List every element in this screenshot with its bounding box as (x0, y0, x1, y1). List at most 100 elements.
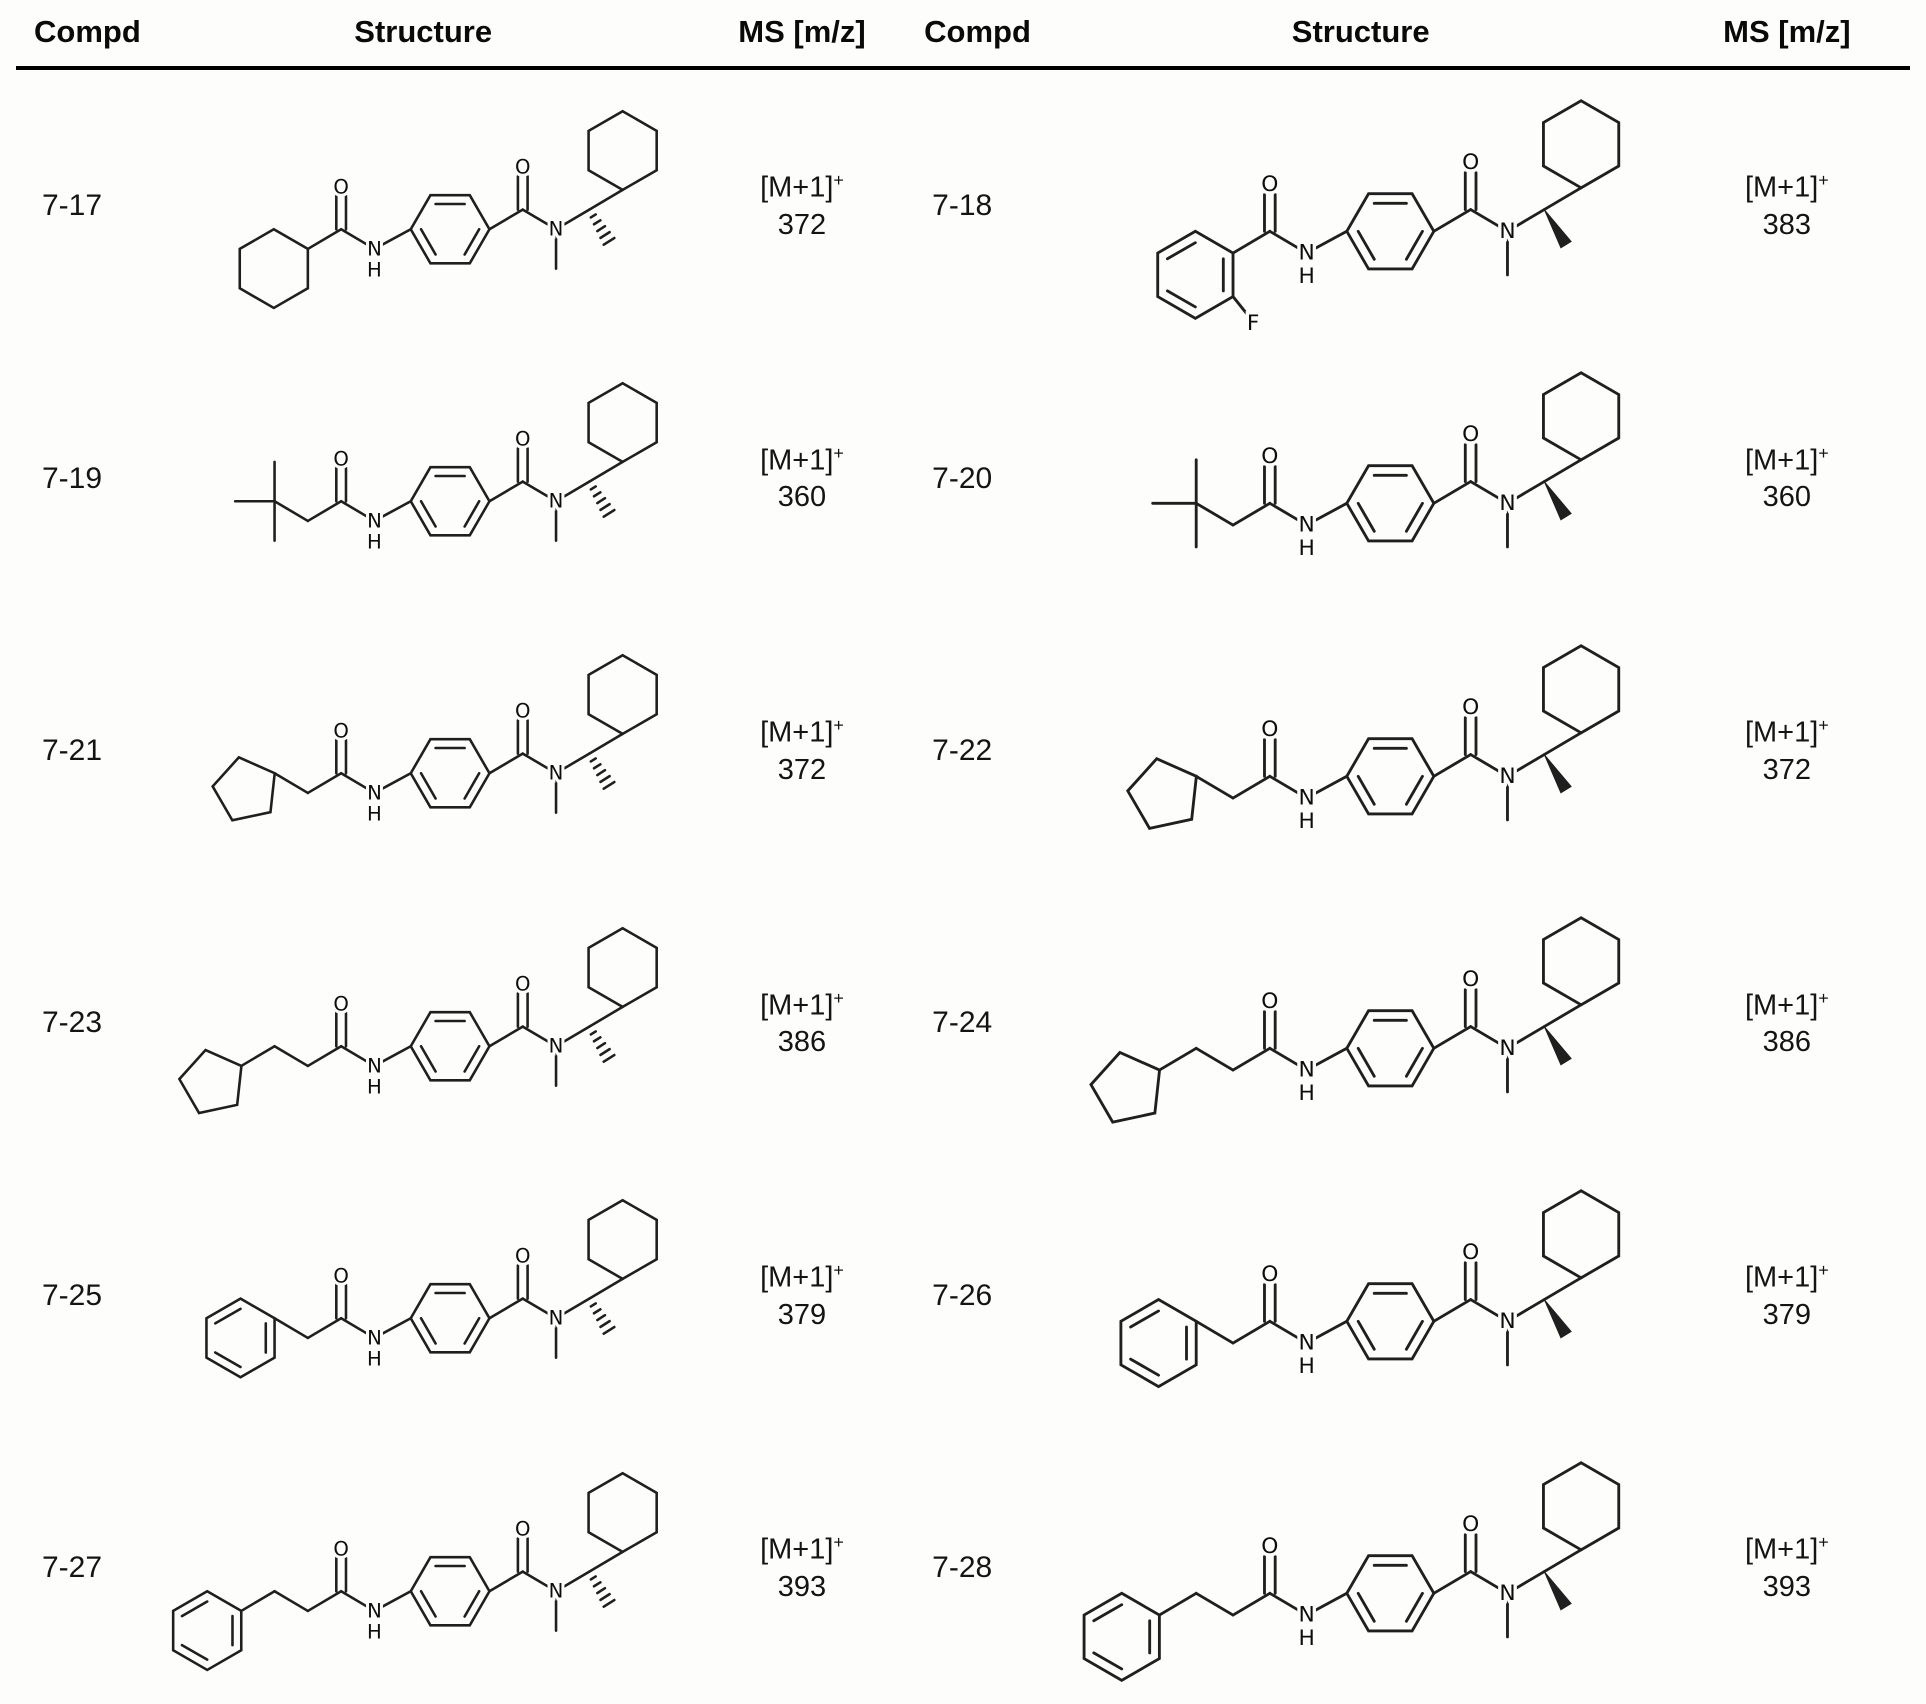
svg-text:O: O (515, 1517, 530, 1540)
ms-value: 379 (1762, 1298, 1812, 1331)
svg-text:O: O (1261, 1534, 1278, 1559)
svg-text:N: N (548, 1307, 563, 1330)
svg-text:F: F (1247, 311, 1260, 336)
ms-value: 372 (777, 753, 827, 786)
svg-text:N: N (548, 1035, 563, 1058)
ms-value: 383 (1762, 209, 1812, 242)
ms-cell: [M+1]+ 379 (698, 1160, 906, 1432)
table-header: Compd Structure MS [m/z] Compd Structure… (16, 6, 1910, 70)
svg-text:O: O (1462, 423, 1479, 448)
ms-value: 360 (777, 481, 827, 514)
ms-value: 360 (1762, 481, 1812, 514)
ms-ion-label: [M+1]+ (1744, 987, 1829, 1022)
ms-cell: [M+1]+ 386 (1664, 887, 1910, 1159)
ms-cell: [M+1]+ 383 (1664, 68, 1910, 342)
svg-text:N: N (548, 762, 563, 785)
svg-text:H: H (367, 1620, 382, 1643)
header-structure-right: Structure (1057, 6, 1664, 70)
svg-text:N: N (367, 1054, 382, 1077)
svg-text:H: H (1298, 1626, 1314, 1651)
ms-value: 386 (1762, 1026, 1812, 1059)
svg-text:O: O (1261, 989, 1278, 1014)
ms-ion-label: [M+1]+ (1744, 1260, 1829, 1294)
header-structure-left: Structure (148, 6, 698, 70)
svg-text:O: O (333, 447, 348, 470)
svg-text:N: N (367, 1327, 382, 1350)
svg-text:N: N (1499, 1581, 1515, 1606)
compound-id: 7-25 (42, 1278, 103, 1312)
compound-id: 7-21 (42, 734, 103, 768)
svg-text:N: N (367, 782, 382, 805)
svg-text:H: H (367, 1348, 382, 1371)
svg-text:O: O (1462, 150, 1479, 175)
ms-value: 372 (777, 209, 827, 242)
ms-ion-label: [M+1]+ (760, 1532, 844, 1567)
svg-text:N: N (548, 1579, 563, 1602)
svg-text:N: N (548, 217, 563, 240)
svg-text:O: O (1462, 967, 1479, 992)
svg-text:N: N (1499, 219, 1515, 244)
compound-id: 7-20 (932, 461, 993, 495)
svg-text:O: O (515, 700, 530, 723)
svg-text:N: N (1499, 764, 1515, 789)
svg-text:H: H (1298, 264, 1314, 289)
svg-text:O: O (333, 175, 348, 198)
svg-text:N: N (1298, 1330, 1314, 1355)
svg-text:O: O (1261, 172, 1278, 197)
compound-id: 7-18 (932, 189, 993, 223)
ms-value: 393 (777, 1571, 827, 1604)
compound-id: 7-17 (42, 189, 103, 223)
svg-text:N: N (1499, 1308, 1515, 1333)
svg-text:N: N (1298, 513, 1314, 538)
svg-text:O: O (515, 973, 530, 996)
svg-text:N: N (367, 509, 382, 532)
ms-cell: [M+1]+ 379 (1664, 1160, 1910, 1432)
ms-ion-label: [M+1]+ (1744, 170, 1829, 205)
svg-text:O: O (333, 1537, 348, 1560)
ms-ion-label: [M+1]+ (760, 170, 844, 205)
compound-id: 7-26 (932, 1278, 993, 1312)
ms-value: 386 (777, 1026, 827, 1059)
svg-text:H: H (367, 1075, 382, 1098)
svg-text:H: H (367, 803, 382, 826)
svg-text:H: H (1298, 1354, 1314, 1379)
ms-cell: [M+1]+ 372 (698, 68, 906, 342)
svg-text:O: O (1462, 1240, 1479, 1265)
header-ms-right: MS [m/z] (1663, 6, 1910, 70)
svg-text:O: O (1462, 1512, 1479, 1537)
svg-text:O: O (333, 1265, 348, 1288)
svg-text:H: H (1298, 536, 1314, 561)
ms-cell: [M+1]+ 393 (1664, 1432, 1910, 1704)
header-compd-left: Compd (16, 6, 149, 70)
header-compd-right: Compd (906, 6, 1058, 70)
svg-text:H: H (367, 531, 382, 554)
ms-ion-label: [M+1]+ (760, 987, 844, 1022)
ms-cell: [M+1]+ 360 (698, 342, 906, 614)
svg-text:O: O (1261, 1262, 1278, 1287)
ms-ion-label: [M+1]+ (760, 715, 844, 749)
compound-table: Compd Structure MS [m/z] Compd Structure… (16, 6, 1910, 1704)
ms-ion-label: [M+1]+ (760, 1260, 844, 1294)
svg-text:N: N (367, 1599, 382, 1622)
svg-text:O: O (515, 428, 530, 451)
svg-text:O: O (1261, 717, 1278, 742)
